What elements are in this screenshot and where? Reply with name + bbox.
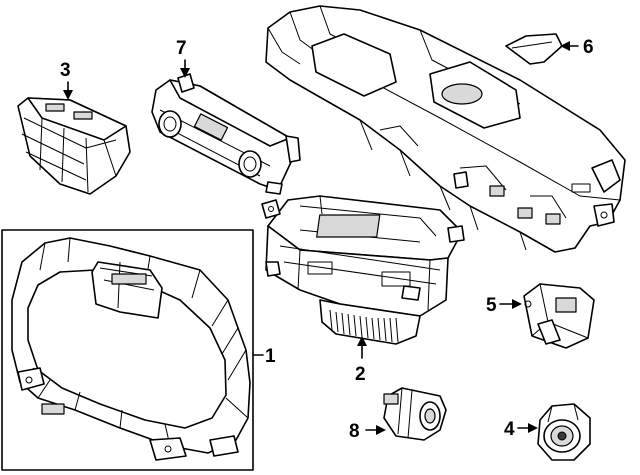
switch-panel: 3 bbox=[17, 60, 131, 195]
callout-3: 3 bbox=[60, 60, 71, 81]
cover-part: 6 bbox=[505, 33, 594, 65]
push-button-switch: 4 bbox=[504, 403, 591, 461]
callout-8: 8 bbox=[349, 421, 360, 442]
head-unit-module: 2 bbox=[261, 195, 465, 385]
callout-5: 5 bbox=[486, 295, 497, 316]
callout-2: 2 bbox=[355, 364, 366, 385]
climate-control-panel: 7 bbox=[151, 38, 301, 195]
sensor-switch: 8 bbox=[349, 387, 447, 442]
callout-7: 7 bbox=[176, 38, 187, 59]
callout-1: 1 bbox=[265, 346, 276, 367]
callout-4: 4 bbox=[504, 419, 515, 440]
bracket-module: 5 bbox=[486, 283, 595, 349]
callout-6: 6 bbox=[583, 37, 594, 58]
instrument-cluster: 1 bbox=[1, 229, 276, 471]
dashboard-crash-pad bbox=[265, 5, 626, 253]
